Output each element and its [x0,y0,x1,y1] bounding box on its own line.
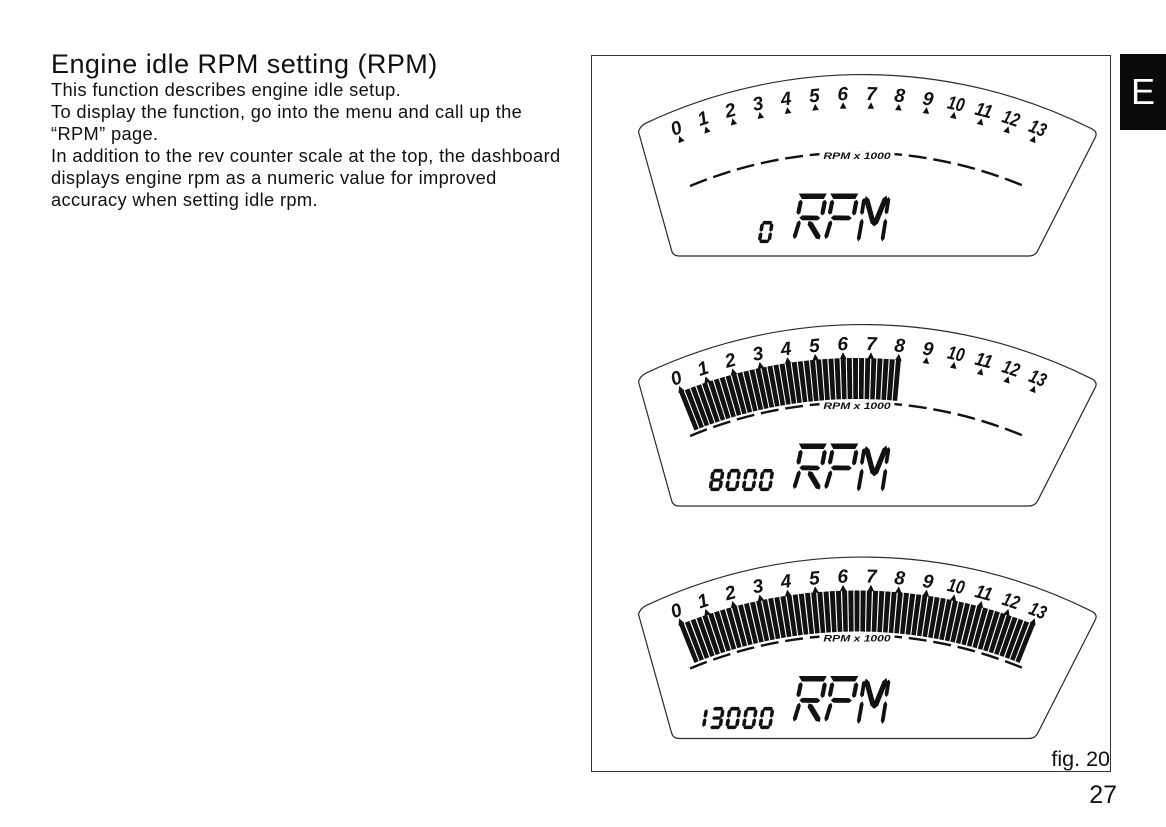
svg-text:6: 6 [837,567,849,588]
svg-text:4: 4 [778,571,793,594]
svg-text:RPM x 1000: RPM x 1000 [823,633,890,644]
svg-text:9: 9 [921,571,935,593]
svg-text:10: 10 [945,575,966,599]
svg-text:RPM x 1000: RPM x 1000 [823,151,890,162]
svg-text:9: 9 [921,89,935,111]
svg-text:13: 13 [1026,366,1050,392]
svg-text:7: 7 [866,334,879,355]
svg-text:11: 11 [973,349,995,374]
svg-text:3: 3 [751,576,766,599]
svg-text:3: 3 [751,93,766,116]
svg-text:11: 11 [973,581,995,606]
svg-text:3: 3 [751,343,766,366]
svg-text:12: 12 [999,107,1022,132]
svg-text:12: 12 [999,589,1022,614]
svg-text:7: 7 [866,84,879,105]
svg-text:4: 4 [778,338,793,361]
svg-text:13: 13 [1026,599,1050,625]
svg-text:8: 8 [893,568,906,590]
svg-text:12: 12 [999,357,1022,382]
svg-text:10: 10 [945,343,966,367]
svg-text:5: 5 [808,568,821,590]
svg-text:5: 5 [808,335,821,357]
svg-text:6: 6 [837,334,849,355]
svg-text:10: 10 [945,93,966,117]
svg-text:13: 13 [1026,116,1050,142]
svg-text:6: 6 [837,84,849,105]
svg-text:7: 7 [866,567,879,588]
svg-text:8: 8 [893,335,906,357]
svg-text:RPM x 1000: RPM x 1000 [823,401,890,412]
svg-text:11: 11 [973,99,995,124]
svg-text:8: 8 [893,85,906,107]
svg-text:9: 9 [921,339,935,361]
svg-text:4: 4 [778,88,793,111]
svg-text:5: 5 [808,85,821,107]
